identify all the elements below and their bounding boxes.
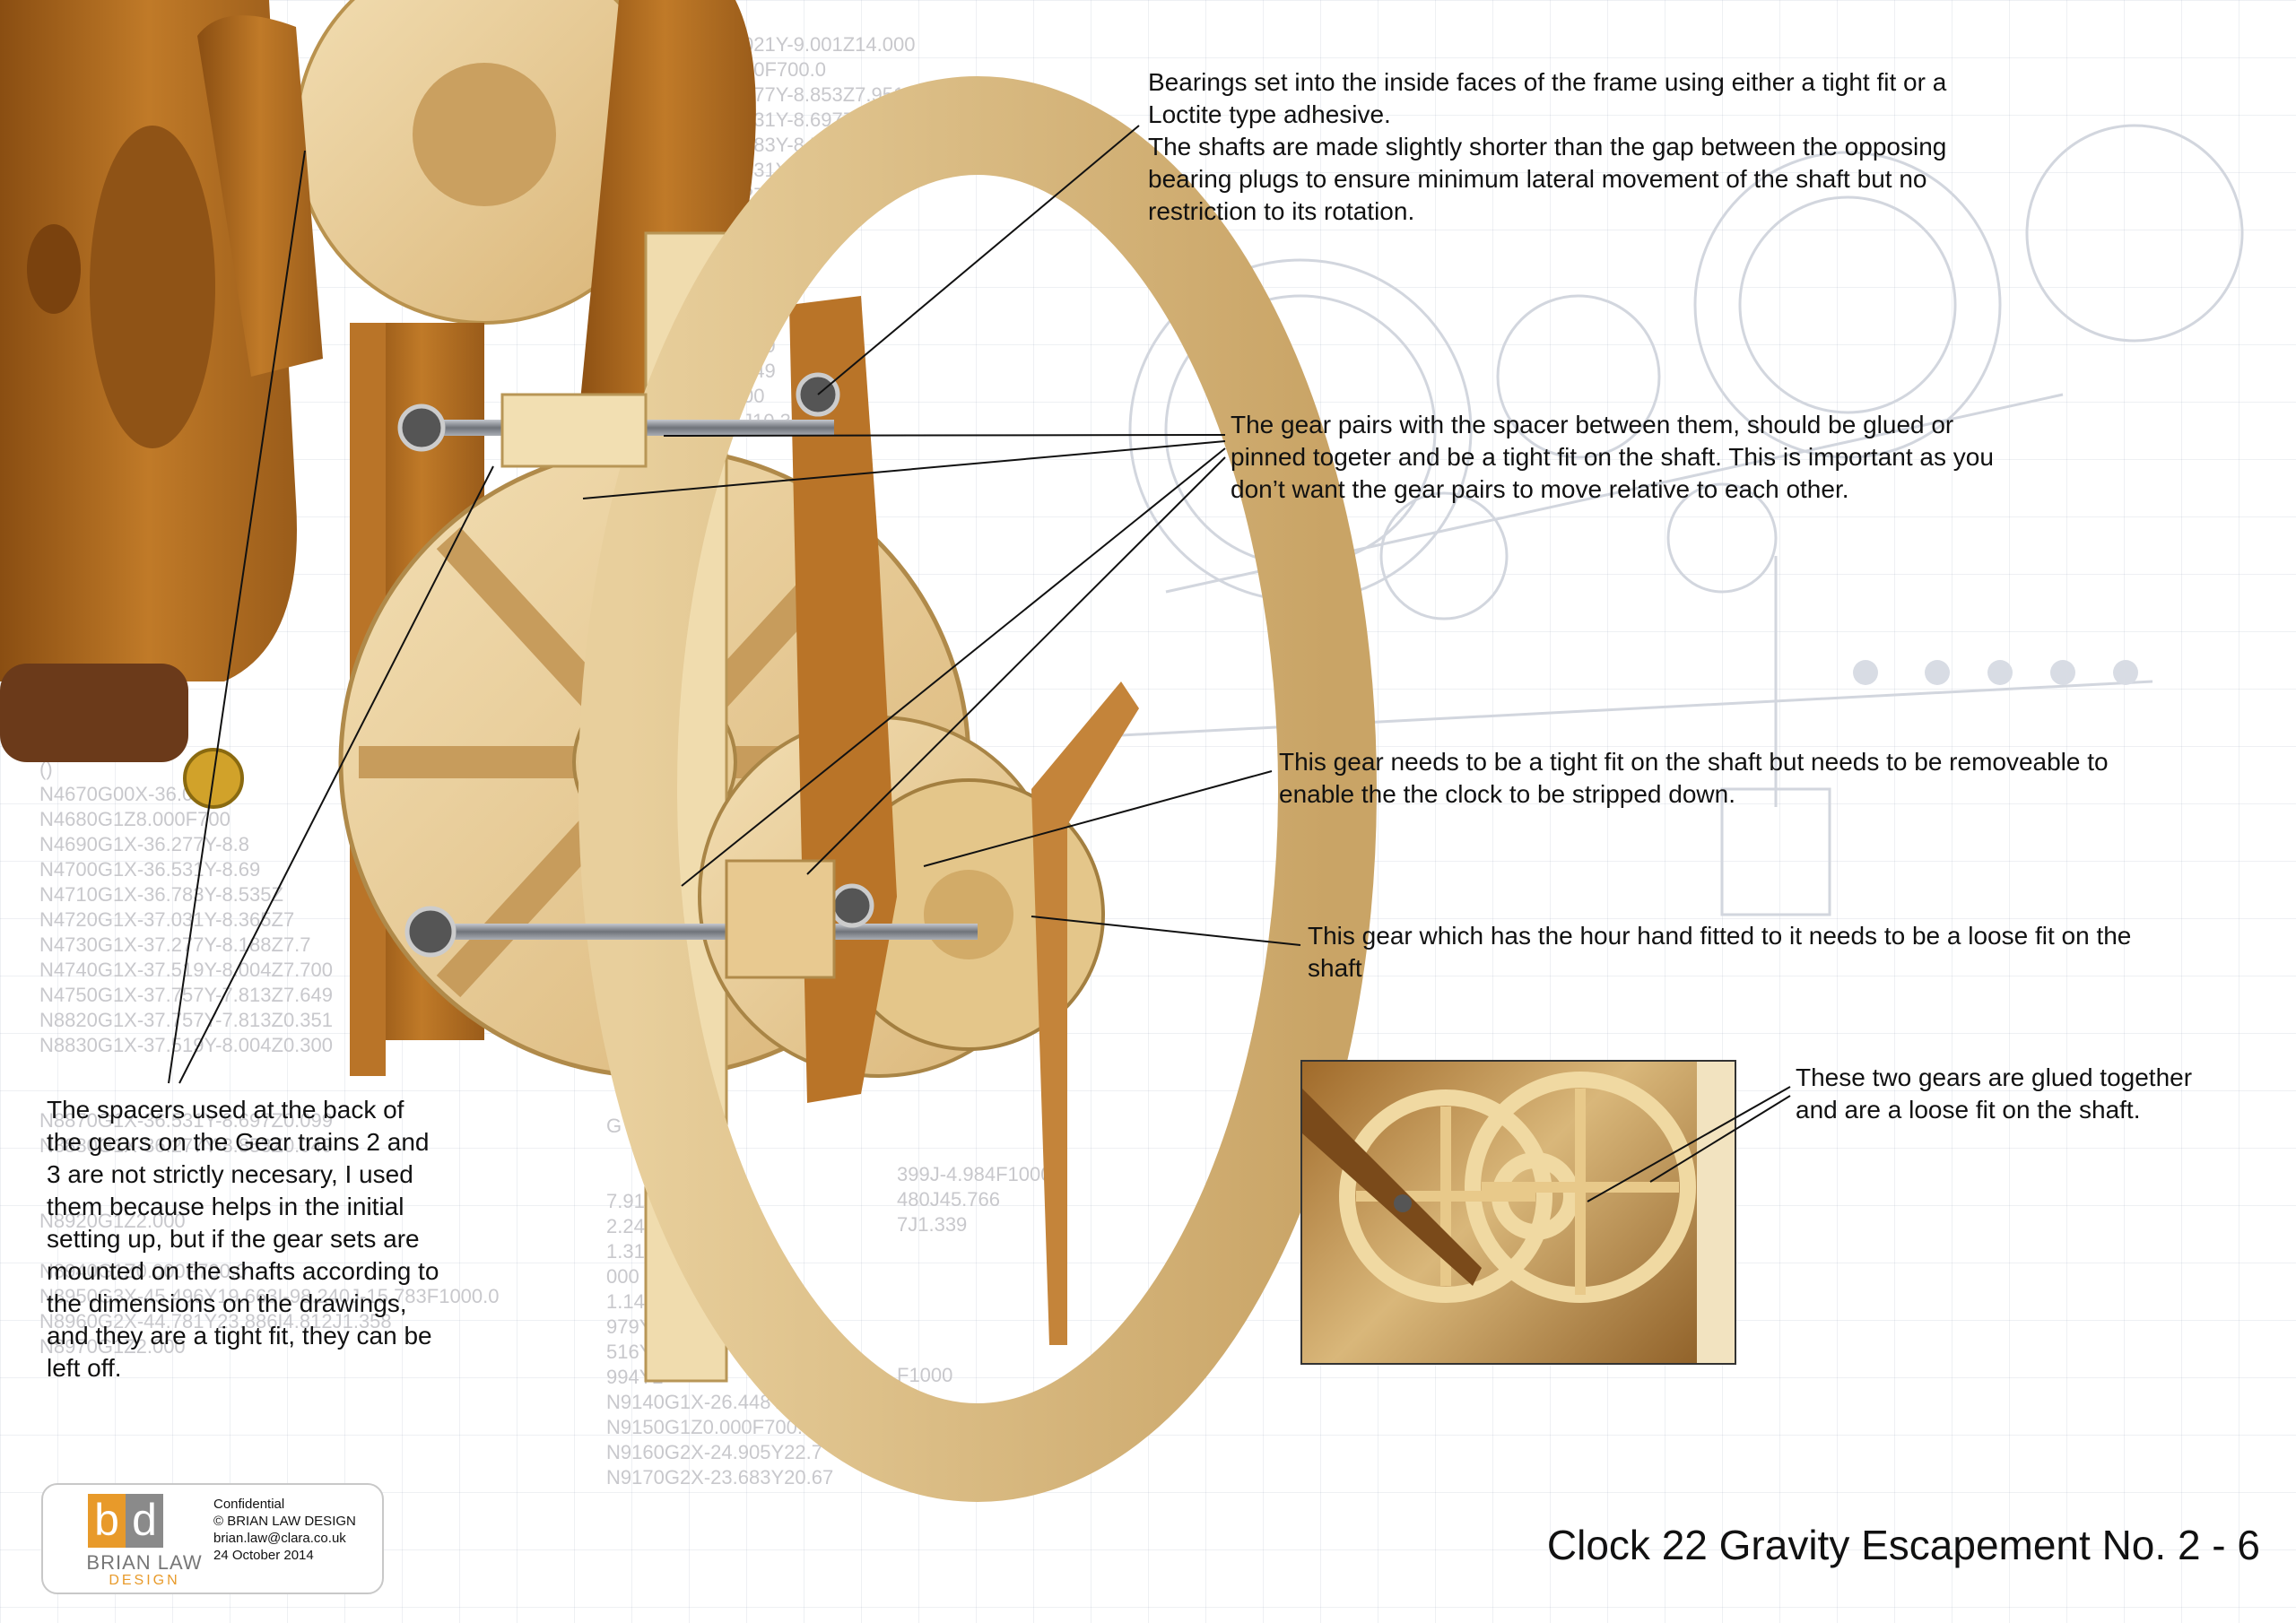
logo-company-name: BRIAN LAW [86, 1551, 203, 1574]
note-line: Loctite type adhesive. [1148, 100, 1391, 128]
note-line: The shafts are made slightly shorter tha… [1148, 133, 1947, 161]
lower-bearing-left [404, 906, 457, 958]
info-line: brian.law@clara.co.uk [213, 1531, 346, 1546]
upper-bearing-left [397, 404, 446, 452]
note-line: Bearings set into the inside faces of th… [1148, 68, 1947, 96]
note-line: bearing plugs to ensure minimum lateral … [1148, 165, 1927, 193]
note-line: The gear pairs with the spacer between t… [1231, 411, 1954, 438]
winding-knob [0, 664, 188, 762]
info-line: © BRIAN LAW DESIGN [213, 1514, 356, 1529]
note-line: don’t want the gear pairs to move relati… [1231, 475, 1849, 503]
note-line: setting up, but if the gear sets are [47, 1225, 420, 1253]
upper-spacer [500, 393, 648, 468]
back-frame-hole [90, 126, 215, 448]
upper-bearing-right [796, 372, 840, 417]
lower-spacer [725, 859, 836, 979]
note-line: them because helps in the initial [47, 1193, 404, 1220]
note-line: restriction to its rotation. [1148, 197, 1415, 225]
note-line: and they are a tight fit, they can be [47, 1322, 432, 1350]
copyright-info: Confidential © BRIAN LAW DESIGN brian.la… [213, 1496, 356, 1564]
note-line: shaft [1308, 954, 1362, 982]
note-line: and are a loose fit on the shaft. [1796, 1096, 2141, 1124]
info-line: 24 October 2014 [213, 1548, 314, 1563]
note-line: The spacers used at the back of [47, 1096, 404, 1124]
note-glued-gear-pair: These two gears are glued together and a… [1796, 1062, 2192, 1126]
note-removeable-gear: This gear needs to be a tight fit on the… [1279, 746, 2109, 811]
note-line: These two gears are glued together [1796, 1063, 2193, 1091]
logo-letter-d: d [126, 1494, 163, 1548]
note-line: left off. [47, 1354, 122, 1382]
note-hour-hand-gear: This gear which has the hour hand fitted… [1308, 920, 2131, 985]
note-bearings: Bearings set into the inside faces of th… [1148, 66, 1946, 228]
note-line: This gear needs to be a tight fit on the… [1279, 748, 2109, 776]
note-line: pinned togeter and be a tight fit on the… [1231, 443, 1994, 471]
info-line: Confidential [213, 1497, 285, 1512]
note-line: mounted on the shafts according to [47, 1257, 439, 1285]
upper-gear-hub [413, 63, 556, 206]
gcode-column-mid2: 399J-4.984F1000.0 480J45.766 7J1.339 F10… [897, 1163, 1068, 1386]
note-line: This gear which has the hour hand fitted… [1308, 922, 2132, 950]
right-frame-bracket [789, 296, 897, 1103]
note-gear-pairs: The gear pairs with the spacer between t… [1231, 409, 1994, 506]
pendulum-arm [1031, 681, 1139, 1345]
bd-logo-mark: b d [88, 1494, 163, 1548]
note-line: the gears on the Gear trains 2 and [47, 1128, 430, 1156]
note-line: enable the the clock to be stripped down… [1279, 780, 1736, 808]
sheet-title: Clock 22 Gravity Escapement No. 2 - 6 [1546, 1522, 2260, 1568]
note-spacers: The spacers used at the back of the gear… [47, 1094, 439, 1384]
lower-shaft [422, 924, 978, 940]
brass-nut [183, 748, 244, 809]
back-frame-hole [27, 224, 81, 314]
note-line: the dimensions on the drawings, [47, 1289, 407, 1317]
inset-gear-detail-view [1300, 1060, 1736, 1365]
designer-logo-box: b d BRIAN LAW DESIGN Confidential © BRIA… [41, 1483, 384, 1594]
lower-gear-hub [924, 870, 1013, 959]
logo-company-sub: DESIGN [109, 1573, 180, 1588]
inset-gears-drawing [1302, 1062, 1735, 1363]
logo-letter-b: b [88, 1494, 126, 1548]
lower-bearing-right [830, 883, 874, 928]
note-line: 3 are not strictly necesary, I used [47, 1160, 413, 1188]
